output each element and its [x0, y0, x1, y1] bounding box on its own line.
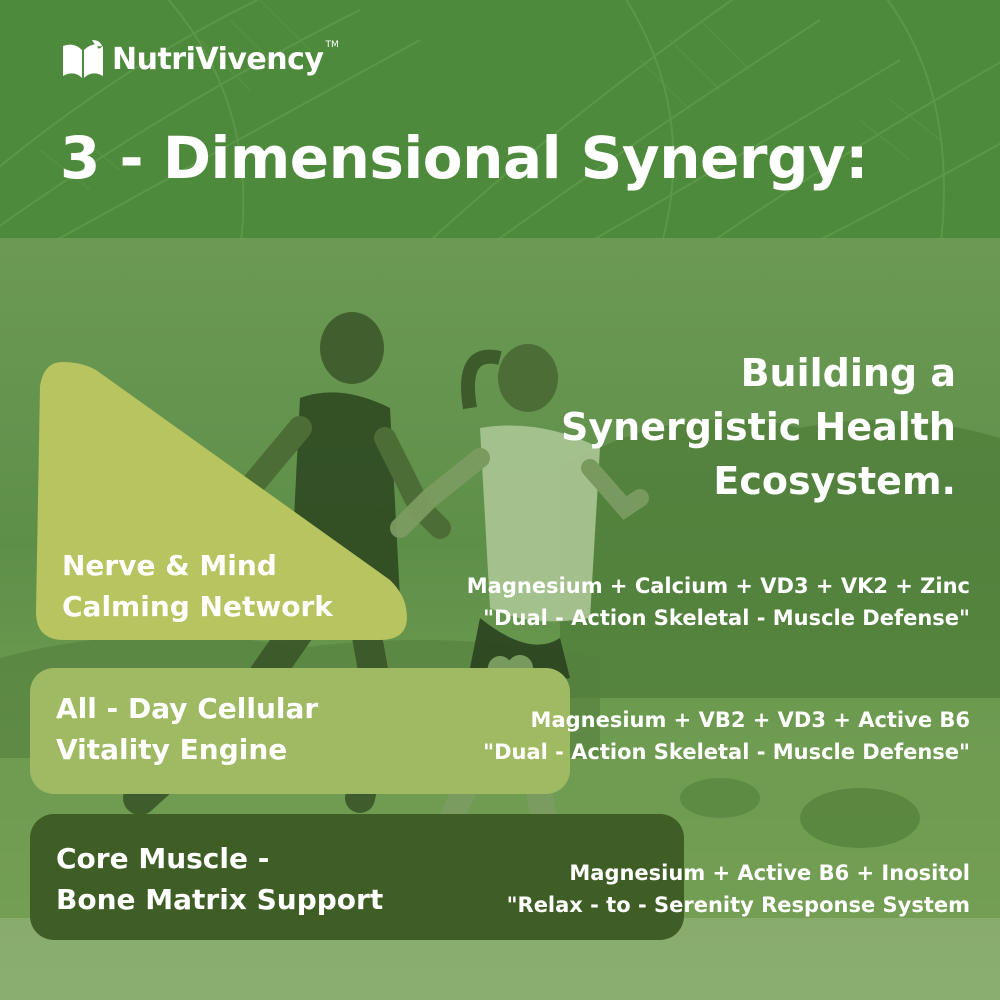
- card-triangle-shape: [36, 362, 407, 640]
- brand-logo: NutriVivency TM: [60, 38, 339, 80]
- headline-line-2: Synergistic Health: [561, 405, 956, 449]
- page-title: 3 - Dimensional Synergy:: [60, 124, 869, 192]
- card-cellular-vitality: All - Day Cellular Vitality Engine: [30, 668, 570, 794]
- ingredient-formula: Magnesium + Calcium + VD3 + VK2 + Zinc: [466, 574, 970, 598]
- card-1-line-2: Calming Network: [62, 590, 333, 623]
- header-banner: NutriVivency TM 3 - Dimensional Synergy:: [0, 0, 1000, 238]
- headline: Building a Synergistic Health Ecosystem.: [516, 346, 956, 508]
- ingredient-tagline: "Relax - to - Serenity Response System: [506, 893, 970, 917]
- card-3-line-2: Bone Matrix Support: [56, 883, 384, 916]
- card-label: All - Day Cellular Vitality Engine: [56, 688, 318, 770]
- leaf-pattern-background: [0, 0, 1000, 238]
- trademark-symbol: TM: [325, 40, 339, 50]
- card-2-line-2: Vitality Engine: [56, 733, 288, 766]
- headline-line-1: Building a: [740, 351, 956, 395]
- ingredient-tagline: "Dual - Action Skeletal - Muscle Defense…: [483, 606, 970, 630]
- ingredient-formula: Magnesium + VB2 + VD3 + Active B6: [530, 708, 970, 732]
- runners-background-photo: [0, 238, 1000, 1000]
- runners-illustration: [0, 312, 1000, 1000]
- card-3-line-1: Core Muscle -: [56, 842, 270, 875]
- ingredients-block-3: Magnesium + Active B6 + Inositol "Relax …: [507, 857, 970, 921]
- ingredients-block-2: Magnesium + VB2 + VD3 + Active B6 "Dual …: [483, 704, 970, 768]
- card-nerve-mind: Nerve & Mind Calming Network: [34, 362, 410, 642]
- card-label: Core Muscle - Bone Matrix Support: [56, 838, 383, 920]
- card-core-muscle-bone: Core Muscle - Bone Matrix Support: [30, 814, 684, 940]
- ingredient-tagline: "Dual - Action Skeletal - Muscle Defense…: [483, 740, 970, 764]
- card-1-line-1: Nerve & Mind: [62, 549, 277, 582]
- leaf-book-icon: [63, 40, 103, 78]
- ingredient-formula: Magnesium + Active B6 + Inositol: [569, 861, 970, 885]
- ingredients-block-1: Magnesium + Calcium + VD3 + VK2 + Zinc "…: [467, 570, 970, 634]
- card-label: Nerve & Mind Calming Network: [62, 545, 333, 627]
- brand-name: NutriVivency: [112, 41, 324, 77]
- card-2-line-1: All - Day Cellular: [56, 692, 319, 725]
- headline-line-3: Ecosystem.: [713, 459, 956, 503]
